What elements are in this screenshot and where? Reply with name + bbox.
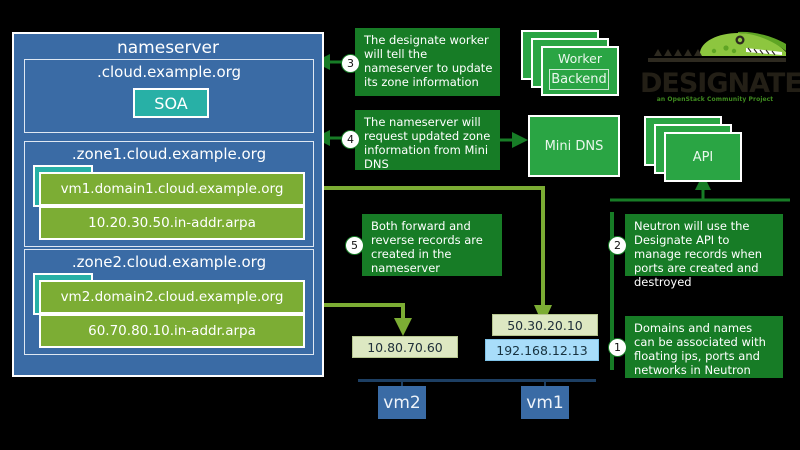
- note-5-badge: 5: [345, 236, 364, 255]
- note-1-badge: 1: [608, 338, 627, 357]
- zone-1-record-forward: vm1.domain1.cloud.example.org: [39, 172, 305, 206]
- worker-box: Worker Backend: [541, 46, 619, 96]
- zone-2-record-reverse: 60.70.80.10.in-addr.arpa: [39, 314, 305, 348]
- vm1-fixed-ip-chip: 192.168.12.13: [485, 339, 599, 361]
- alligator-icon: [648, 31, 786, 62]
- note-2: Neutron will use the Designate API to ma…: [625, 214, 783, 289]
- nameserver-panel: nameserver .cloud.example.org SOA .zone1…: [12, 32, 324, 377]
- zone-2-record-forward: vm2.domain2.cloud.example.org: [39, 280, 305, 314]
- zone-1-record-reverse: 10.20.30.50.in-addr.arpa: [39, 206, 305, 240]
- zone-root-label: .cloud.example.org: [96, 63, 242, 81]
- logo-tagline: an OpenStack Community Project: [656, 96, 774, 103]
- zone-1-label: .zone1.cloud.example.org: [71, 145, 267, 163]
- note-1: Domains and names can be associated with…: [625, 316, 783, 378]
- note-4: The nameserver will request updated zone…: [355, 110, 500, 171]
- designate-logo: DESIGNATE an OpenStack Community Project: [640, 24, 800, 112]
- vm2-floating-ip-chip: 10.80.70.60: [352, 336, 458, 358]
- logo-wordmark: DESIGNATE: [640, 68, 800, 99]
- vm1-floating-ip-chip: 50.30.20.10: [492, 314, 598, 336]
- zone-1: .zone1.cloud.example.org vm1.domain1.clo…: [24, 141, 314, 247]
- soa-record: SOA: [133, 88, 209, 118]
- zone-2: .zone2.cloud.example.org vm2.domain2.clo…: [24, 249, 314, 355]
- network-bus: [358, 379, 596, 382]
- note-2-badge: 2: [608, 236, 627, 255]
- minidns-box: Mini DNS: [528, 115, 620, 177]
- vm1-box: vm1: [521, 386, 569, 419]
- nameserver-title: nameserver: [116, 38, 220, 58]
- backend-box: Backend: [549, 69, 609, 90]
- note-4-badge: 4: [341, 130, 360, 149]
- note-5: Both forward and reverse records are cre…: [362, 214, 502, 276]
- zone-root: .cloud.example.org SOA: [24, 59, 314, 133]
- note-3: The designate worker will tell the names…: [355, 28, 500, 96]
- api-box: API: [664, 132, 742, 182]
- worker-label: Worker: [557, 51, 603, 66]
- zone-2-label: .zone2.cloud.example.org: [71, 253, 267, 271]
- vm2-box: vm2: [378, 386, 426, 419]
- note-3-badge: 3: [341, 54, 360, 73]
